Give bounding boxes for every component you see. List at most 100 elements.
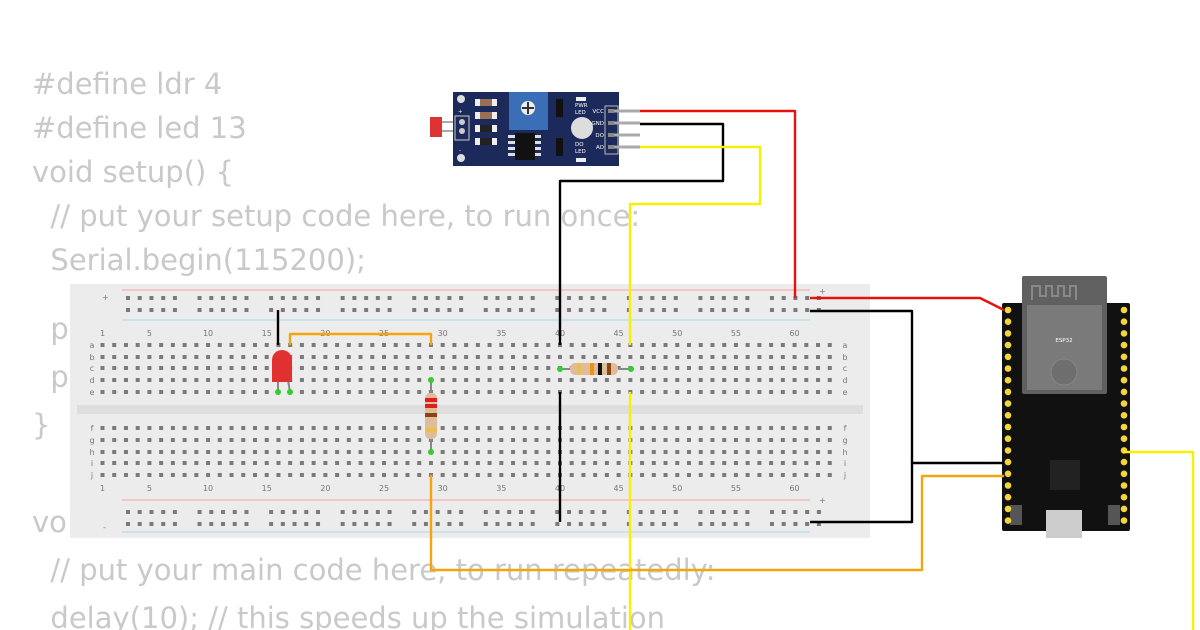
breadboard-hole[interactable] [335,355,340,359]
breadboard-hole[interactable] [405,390,410,394]
breadboard-hole[interactable] [651,473,656,477]
breadboard-hole[interactable] [710,473,715,477]
breadboard-hole[interactable] [663,390,668,394]
rail-hole[interactable] [769,296,774,300]
rail-hole[interactable] [435,522,440,526]
breadboard-hole[interactable] [511,343,516,347]
breadboard-hole[interactable] [733,378,738,382]
breadboard-hole[interactable] [757,473,762,477]
rail-hole[interactable] [221,296,226,300]
rail-hole[interactable] [662,296,667,300]
esp32-pin-left[interactable] [1004,412,1012,419]
breadboard-hole[interactable] [827,426,832,430]
breadboard-hole[interactable] [546,355,551,359]
breadboard-hole[interactable] [170,366,175,370]
breadboard-hole[interactable] [651,366,656,370]
rail-hole[interactable] [745,522,750,526]
breadboard-hole[interactable] [663,343,668,347]
breadboard-hole[interactable] [170,355,175,359]
rail-hole[interactable] [172,510,177,514]
wire-esp-gpio4-yellow[interactable] [1124,450,1195,630]
breadboard-hole[interactable] [546,473,551,477]
breadboard-hole[interactable] [804,378,809,382]
breadboard-hole[interactable] [452,378,457,382]
breadboard-hole[interactable] [358,426,363,430]
breadboard-hole[interactable] [112,355,117,359]
breadboard-hole[interactable] [663,378,668,382]
breadboard-hole[interactable] [241,390,246,394]
breadboard-hole[interactable] [522,473,527,477]
breadboard-hole[interactable] [663,426,668,430]
breadboard-hole[interactable] [123,378,128,382]
breadboard-hole[interactable] [780,461,785,465]
breadboard-hole[interactable] [464,426,469,430]
breadboard-hole[interactable] [276,473,281,477]
breadboard-hole[interactable] [733,473,738,477]
breadboard-hole[interactable] [687,461,691,465]
breadboard-hole[interactable] [522,390,527,394]
rail-hole[interactable] [721,510,726,514]
breadboard-hole[interactable] [323,343,328,347]
breadboard-hole[interactable] [346,438,351,442]
breadboard-hole[interactable] [382,473,387,477]
breadboard-hole[interactable] [159,390,164,394]
rail-hole[interactable] [578,296,583,300]
breadboard-hole[interactable] [382,390,387,394]
rail-hole[interactable] [483,296,488,300]
rail-hole[interactable] [555,296,560,300]
rail-hole[interactable] [733,522,738,526]
rail-hole[interactable] [232,522,237,526]
breadboard-hole[interactable] [499,390,504,394]
breadboard-hole[interactable] [323,461,328,465]
rail-hole[interactable] [364,296,369,300]
rail-hole[interactable] [292,510,297,514]
breadboard-hole[interactable] [100,450,105,454]
esp32-pin-left[interactable] [1004,517,1012,524]
breadboard-hole[interactable] [499,343,504,347]
esp32-pin-left[interactable] [1004,423,1012,431]
breadboard-hole[interactable] [323,390,328,394]
breadboard-hole[interactable] [170,438,175,442]
rail-hole[interactable] [495,510,500,514]
breadboard-hole[interactable] [698,343,703,347]
resistor-horizontal[interactable] [557,363,634,375]
rail-hole[interactable] [137,510,142,514]
breadboard-hole[interactable] [440,366,445,370]
breadboard-hole[interactable] [675,426,680,430]
breadboard-hole[interactable] [335,450,340,454]
breadboard-hole[interactable] [769,450,774,454]
rail-hole[interactable] [590,308,595,312]
breadboard-hole[interactable] [170,343,175,347]
breadboard-hole[interactable] [546,366,551,370]
breadboard-hole[interactable] [417,461,422,465]
rail-hole[interactable] [364,522,369,526]
header-pin[interactable] [608,133,614,137]
breadboard-hole[interactable] [440,355,445,359]
rail-hole[interactable] [340,522,345,526]
breadboard-hole[interactable] [651,450,656,454]
rail-hole[interactable] [530,522,535,526]
breadboard-hole[interactable] [534,450,539,454]
breadboard-hole[interactable] [358,343,363,347]
breadboard-hole[interactable] [311,461,316,465]
breadboard-hole[interactable] [804,450,809,454]
breadboard-hole[interactable] [464,343,469,347]
rail-hole[interactable] [602,522,607,526]
breadboard-hole[interactable] [604,461,609,465]
esp32-pin-left[interactable] [1004,482,1012,489]
breadboard-hole[interactable] [358,390,363,394]
rail-hole[interactable] [269,308,274,312]
breadboard-hole[interactable] [616,378,621,382]
breadboard-hole[interactable] [722,343,727,347]
breadboard-hole[interactable] [217,355,222,359]
breadboard-hole[interactable] [252,450,257,454]
breadboard-hole[interactable] [522,426,527,430]
breadboard-hole[interactable] [733,390,738,394]
breadboard-hole[interactable] [252,355,257,359]
breadboard-hole[interactable] [405,461,410,465]
rail-hole[interactable] [650,510,655,514]
breadboard-hole[interactable] [745,378,750,382]
breadboard-hole[interactable] [534,343,539,347]
breadboard-hole[interactable] [206,426,211,430]
breadboard-hole[interactable] [687,390,691,394]
